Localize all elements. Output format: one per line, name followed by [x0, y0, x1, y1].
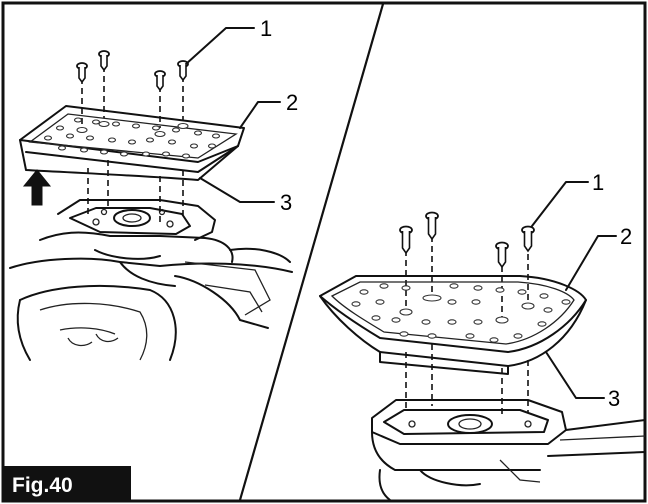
sanding-pad-right — [319, 275, 587, 375]
callout-1-left: 1 — [260, 16, 272, 41]
callout-2-left: 2 — [286, 90, 298, 115]
screw — [495, 241, 509, 269]
figure-label: Fig.40 — [12, 474, 73, 497]
right-panel: 1 2 3 — [319, 170, 646, 501]
screw — [154, 70, 166, 92]
screw — [521, 225, 535, 253]
screw — [76, 62, 88, 84]
figure-label-tab: Fig.40 — [3, 466, 131, 501]
callout-1-right: 1 — [592, 170, 604, 195]
left-leader-lines — [185, 27, 281, 203]
screw — [399, 225, 413, 255]
left-alignment-lines — [81, 66, 184, 226]
pad-holes-left — [43, 117, 221, 159]
screws-left — [76, 50, 189, 92]
tool-body-right — [371, 399, 646, 501]
callout-3-left: 3 — [280, 190, 292, 215]
sanding-pad-left — [19, 105, 245, 181]
pad-holes-right — [351, 283, 571, 343]
tool-body-left — [9, 199, 293, 361]
screws-right — [399, 211, 535, 269]
screw — [425, 211, 439, 241]
screw — [177, 60, 189, 82]
callout-3-right: 3 — [608, 386, 620, 411]
lift-direction-arrow-icon — [22, 169, 52, 206]
panel-divider — [238, 3, 385, 501]
screw — [98, 50, 110, 72]
left-panel: 1 2 3 — [9, 16, 298, 361]
right-leader-lines — [531, 181, 617, 399]
callout-2-right: 2 — [620, 224, 632, 249]
